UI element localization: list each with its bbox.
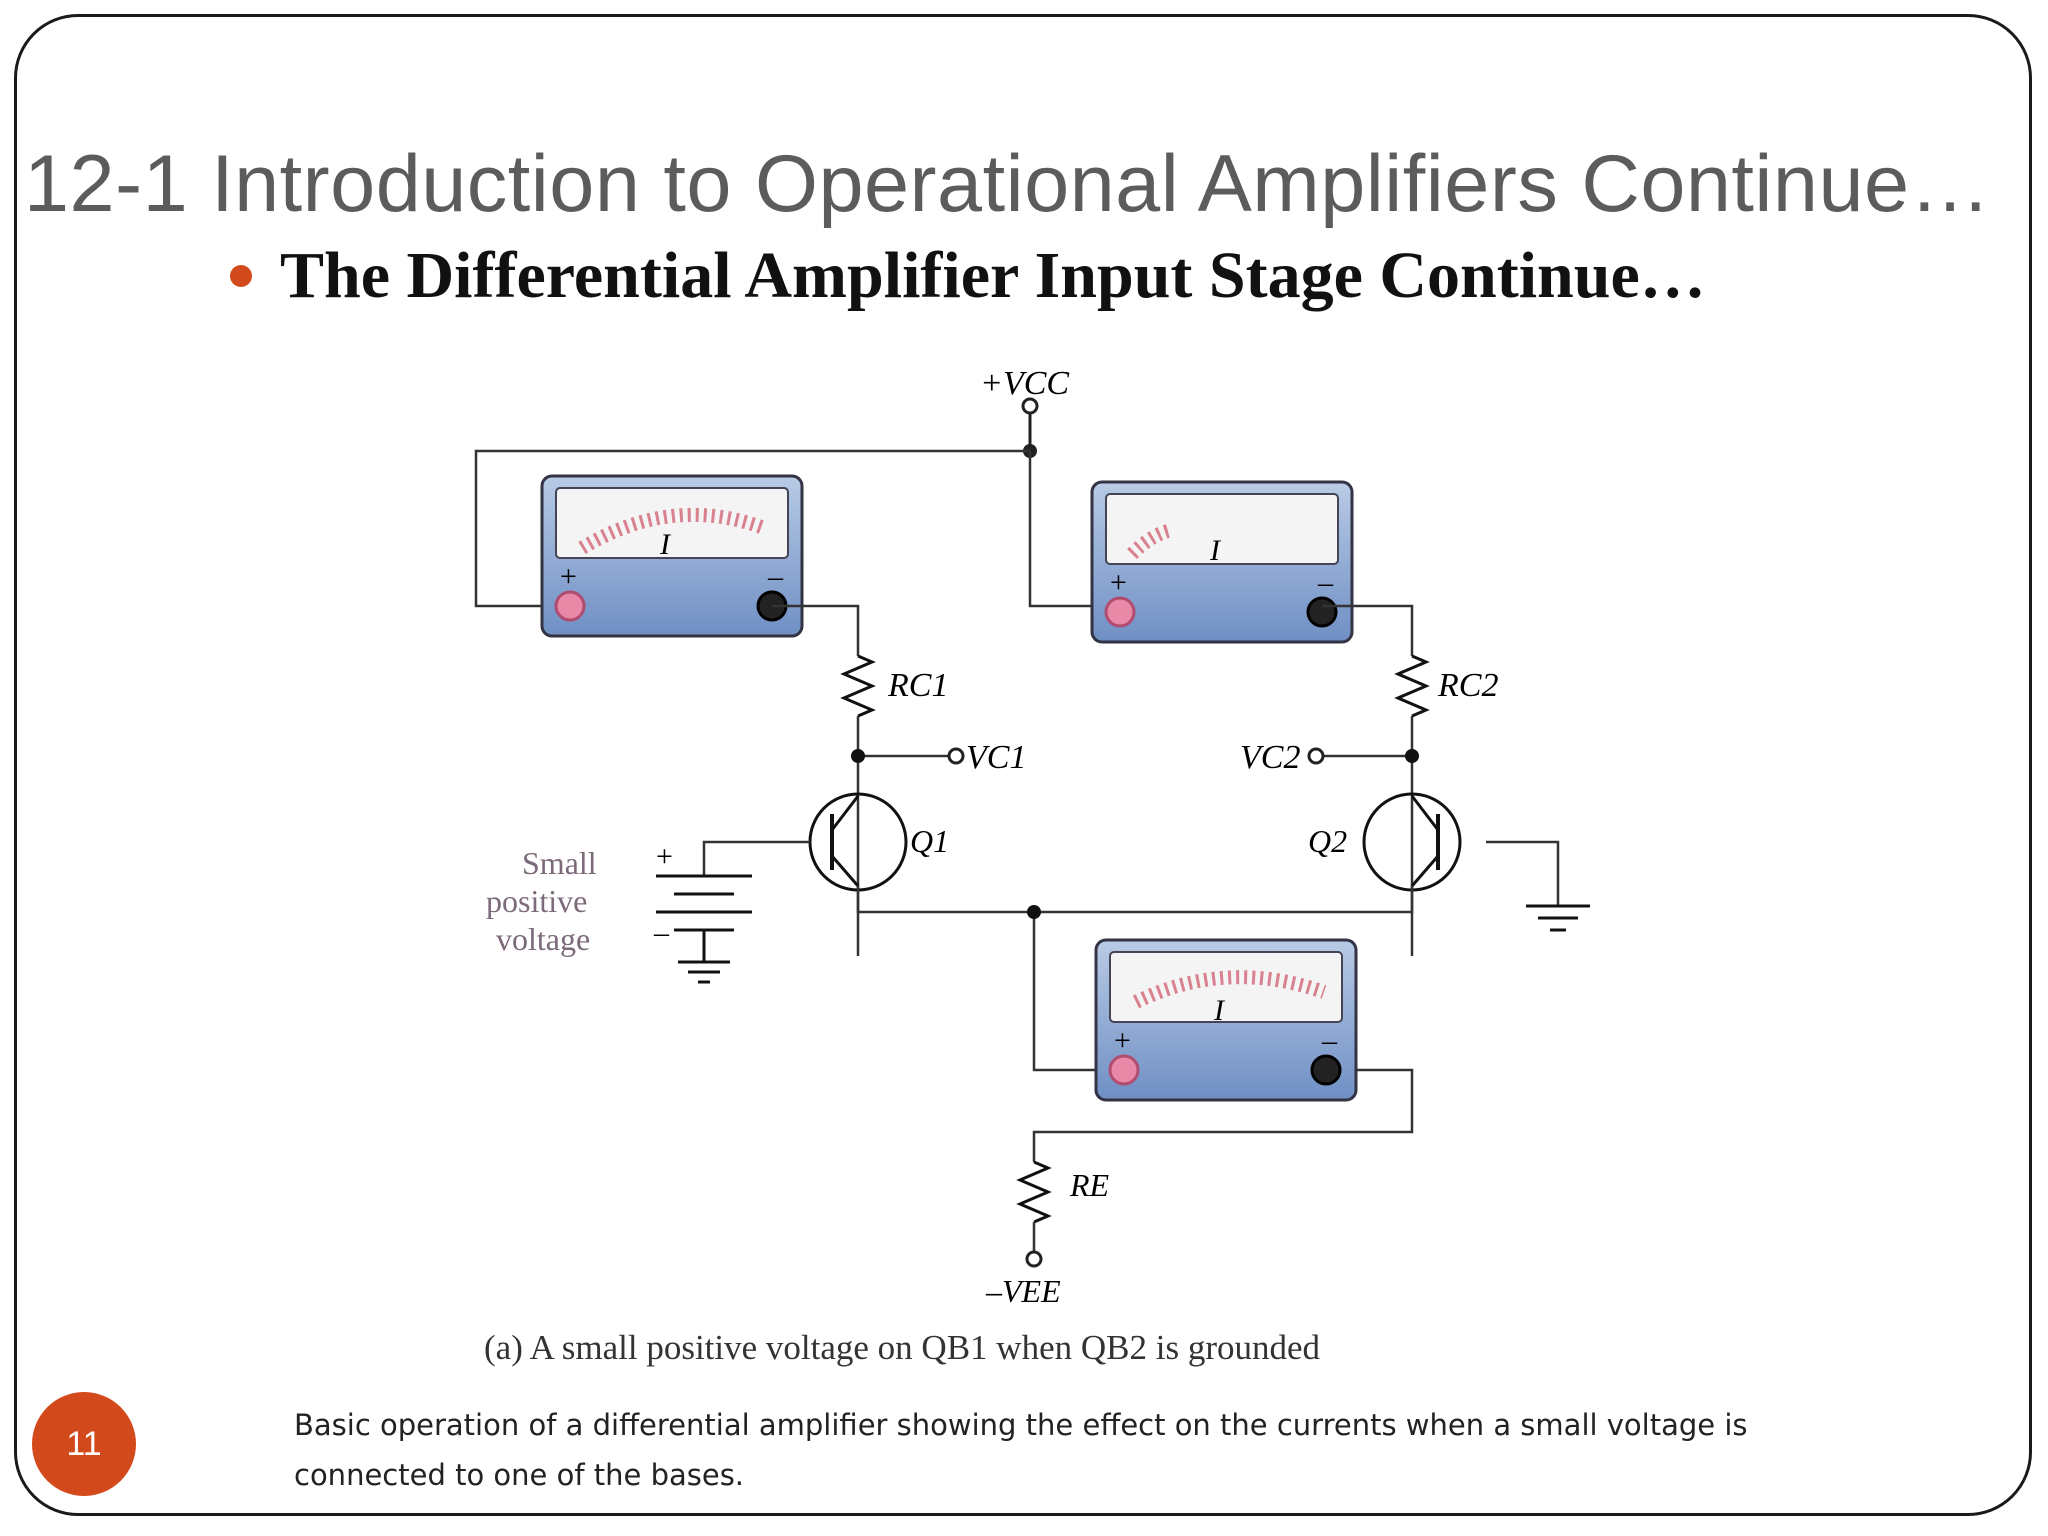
- emitter-junction: [1027, 905, 1041, 919]
- resistor-re: RE: [1016, 1160, 1110, 1252]
- q2-label: Q2: [1308, 823, 1347, 859]
- vc1-node: VC1: [851, 739, 1026, 776]
- rc1-label: RC1: [887, 667, 948, 704]
- bullet-item: The Differential Amplifier Input Stage C…: [230, 238, 1706, 314]
- vcc-label: +VCC: [980, 365, 1069, 402]
- ammeter-1: I + –: [540, 474, 804, 638]
- vc2-label: VC2: [1240, 739, 1300, 776]
- rc2-label: RC2: [1437, 667, 1498, 704]
- source-plus: +: [656, 840, 673, 873]
- top-wires: [474, 449, 1110, 608]
- transistor-q2: Q2: [1308, 792, 1462, 892]
- q1-label: Q1: [910, 823, 949, 859]
- source-label-line2: positive: [486, 883, 587, 919]
- slide-title: 12-1 Introduction to Operational Amplifi…: [24, 139, 1992, 229]
- source-minus: –: [653, 916, 670, 949]
- bullet-dot-icon: [230, 265, 252, 287]
- small-voltage-source: + –: [653, 840, 752, 962]
- meter-3-plus: +: [1114, 1024, 1131, 1057]
- ammeter-2: I + –: [1090, 480, 1354, 644]
- collector-wires: [772, 604, 1414, 956]
- meter-3-negative-terminal: [1310, 1054, 1342, 1086]
- meter-1-minus: –: [767, 560, 784, 593]
- source-description: Small positive voltage: [486, 845, 597, 957]
- vee-label: –VEE: [985, 1273, 1061, 1309]
- meter-2-positive-terminal: [1104, 596, 1136, 628]
- slide-frame: [14, 14, 2032, 1516]
- re-label: RE: [1069, 1167, 1110, 1203]
- bullet-text: The Differential Amplifier Input Stage C…: [280, 239, 1706, 312]
- ground-symbol-q2: [1526, 904, 1590, 932]
- meter-2-negative-terminal: [1306, 596, 1338, 628]
- meter-2-label: I: [1209, 534, 1222, 567]
- meter-3-minus: –: [1321, 1024, 1338, 1057]
- page-number-badge: 11: [32, 1392, 136, 1496]
- base-wires: [702, 840, 1560, 906]
- vcc-terminal: +VCC: [980, 365, 1069, 458]
- meter-1-plus: +: [560, 560, 577, 593]
- ground-symbol-source: [678, 960, 730, 984]
- vc1-label: VC1: [966, 739, 1026, 776]
- meter-3-label: I: [1213, 994, 1226, 1027]
- source-label-line3: voltage: [496, 921, 590, 957]
- emitter-wires: [856, 886, 1414, 1162]
- meter-2-plus: +: [1110, 566, 1127, 599]
- meter-3-positive-terminal: [1108, 1054, 1140, 1086]
- figure-caption-a: (a) A small positive voltage on QB1 when…: [484, 1328, 1321, 1367]
- ammeter-3: I + –: [1094, 938, 1358, 1102]
- meter-2-minus: –: [1317, 566, 1334, 599]
- differential-amplifier-diagram: +VCC I + – I + – RC1: [474, 365, 1590, 1309]
- source-label-line1: Small: [522, 845, 597, 881]
- transistor-q1: Q1: [808, 792, 949, 892]
- vc2-node: VC2: [1240, 739, 1419, 776]
- figure-description: Basic operation of a differential amplif…: [294, 1408, 1748, 1492]
- resistor-rc1: RC1: [840, 654, 948, 718]
- meter-1-label: I: [659, 528, 672, 561]
- resistor-rc2: RC2: [1394, 654, 1498, 718]
- vee-terminal: –VEE: [985, 1250, 1061, 1309]
- meter-1-positive-terminal: [554, 590, 586, 622]
